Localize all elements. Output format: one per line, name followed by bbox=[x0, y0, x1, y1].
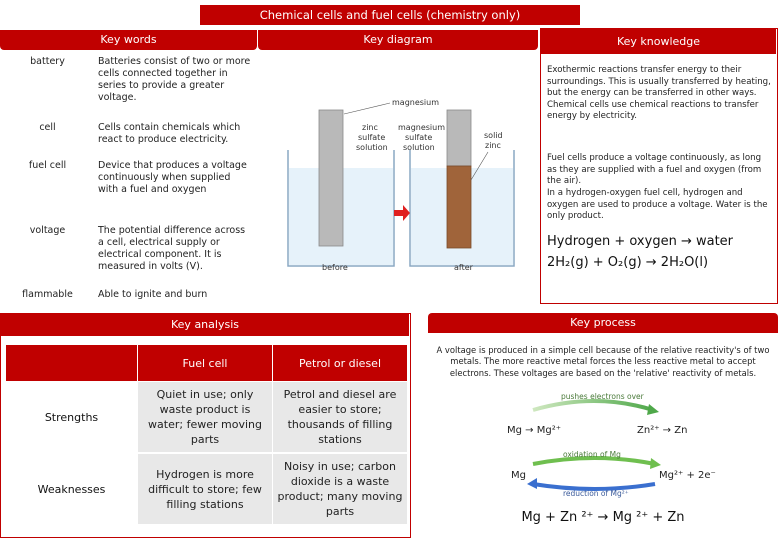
keyword-term: battery bbox=[30, 56, 65, 67]
reaction-right: Zn²⁺ → Zn bbox=[637, 425, 687, 436]
reduction-arrow-icon bbox=[532, 482, 656, 491]
oxidation-arrow-icon bbox=[532, 456, 656, 466]
row-header-strengths: Strengths bbox=[6, 382, 137, 452]
key-knowledge-panel: Key knowledge Exothermic reactions trans… bbox=[540, 28, 778, 304]
page-title: Chemical cells and fuel cells (chemistry… bbox=[259, 8, 521, 22]
electron-transfer-diagram: pushes electrons over Mg → Mg²⁺ Zn²⁺ → Z… bbox=[507, 392, 687, 436]
beaker-after bbox=[409, 150, 515, 267]
key-diagram-heading: Key diagram bbox=[258, 30, 538, 50]
keyword-definition: Device that produces a voltage continuou… bbox=[98, 160, 247, 195]
keyword-definition: The potential difference across a cell, … bbox=[98, 225, 246, 272]
column-header-petrol: Petrol or diesel bbox=[273, 345, 407, 381]
redox-left: Mg bbox=[511, 470, 526, 481]
page-title-bar: Chemical cells and fuel cells (chemistry… bbox=[200, 5, 580, 25]
keyword-definition: Able to ignite and burn bbox=[98, 289, 208, 300]
reaction-left: Mg → Mg²⁺ bbox=[507, 425, 561, 436]
table-cell: Petrol and diesel are easier to store; t… bbox=[273, 382, 407, 452]
magnesium-strip-before bbox=[318, 109, 344, 247]
table-cell: Noisy in use; carbon dioxide is a waste … bbox=[273, 454, 407, 524]
process-description: A voltage is produced in a simple cell b… bbox=[436, 345, 770, 378]
knowledge-paragraph: Fuel cells produce a voltage continuousl… bbox=[547, 153, 762, 186]
beaker-before bbox=[287, 150, 395, 267]
label-after: after bbox=[454, 263, 474, 272]
knowledge-paragraph: Exothermic reactions transfer energy to … bbox=[547, 65, 771, 121]
column-header-fuel-cell: Fuel cell bbox=[138, 345, 272, 381]
key-words-heading: Key words bbox=[0, 30, 257, 50]
key-process-heading: Key process bbox=[428, 313, 778, 333]
knowledge-paragraph: In a hydrogen-oxygen fuel cell, hydrogen… bbox=[547, 188, 768, 221]
process-equation: Mg + Zn ²⁺ → Mg ²⁺ + Zn bbox=[521, 510, 685, 525]
keyword-row: battery Batteries consist of two or more… bbox=[0, 56, 255, 116]
key-analysis-heading: Key analysis bbox=[1, 314, 409, 336]
redox-right: Mg²⁺ + 2e⁻ bbox=[659, 470, 716, 481]
svg-text:pushes electrons over: pushes electrons over bbox=[561, 392, 645, 401]
keyword-row: fuel cell Device that produces a voltage… bbox=[0, 160, 255, 216]
push-arrow-icon bbox=[532, 399, 654, 412]
key-words-panel: Key words battery Batteries consist of t… bbox=[0, 30, 257, 308]
label-before: before bbox=[322, 263, 348, 272]
keyword-term: voltage bbox=[29, 225, 66, 236]
zinc-coating bbox=[446, 165, 472, 249]
keyword-term: cell bbox=[39, 122, 56, 133]
keyword-row: flammable Able to ignite and burn bbox=[0, 289, 255, 303]
table-cell: Hydrogen is more difficult to store; few… bbox=[138, 454, 272, 524]
analysis-corner bbox=[6, 345, 137, 381]
keyword-row: voltage The potential difference across … bbox=[0, 225, 255, 281]
keyword-term: flammable bbox=[22, 289, 73, 300]
keyword-term: fuel cell bbox=[28, 160, 67, 171]
row-header-weaknesses: Weaknesses bbox=[6, 454, 137, 524]
word-equation: Hydrogen + oxygen → water bbox=[547, 234, 734, 249]
magnesium-strip-after bbox=[446, 109, 472, 167]
keyword-definition: Cells contain chemicals which react to p… bbox=[98, 122, 241, 145]
svg-text:oxidation of Mg: oxidation of Mg bbox=[563, 450, 621, 459]
svg-text:reduction of Mg²⁺: reduction of Mg²⁺ bbox=[563, 489, 629, 498]
redox-diagram: oxidation of Mg reduction of Mg²⁺ Mg Mg²… bbox=[511, 450, 716, 498]
table-cell: Quiet in use; only waste product is wate… bbox=[138, 382, 272, 452]
key-knowledge-heading: Key knowledge bbox=[541, 29, 776, 54]
key-analysis-panel: Key analysis bbox=[0, 313, 411, 538]
keyword-row: cell Cells contain chemicals which react… bbox=[0, 122, 255, 152]
change-arrow-icon bbox=[394, 205, 410, 221]
keyword-definition: Batteries consist of two or more cells c… bbox=[98, 56, 251, 103]
symbol-equation: 2H₂(g) + O₂(g) → 2H₂O(l) bbox=[547, 255, 709, 270]
label-magnesium: magnesium bbox=[392, 98, 439, 107]
